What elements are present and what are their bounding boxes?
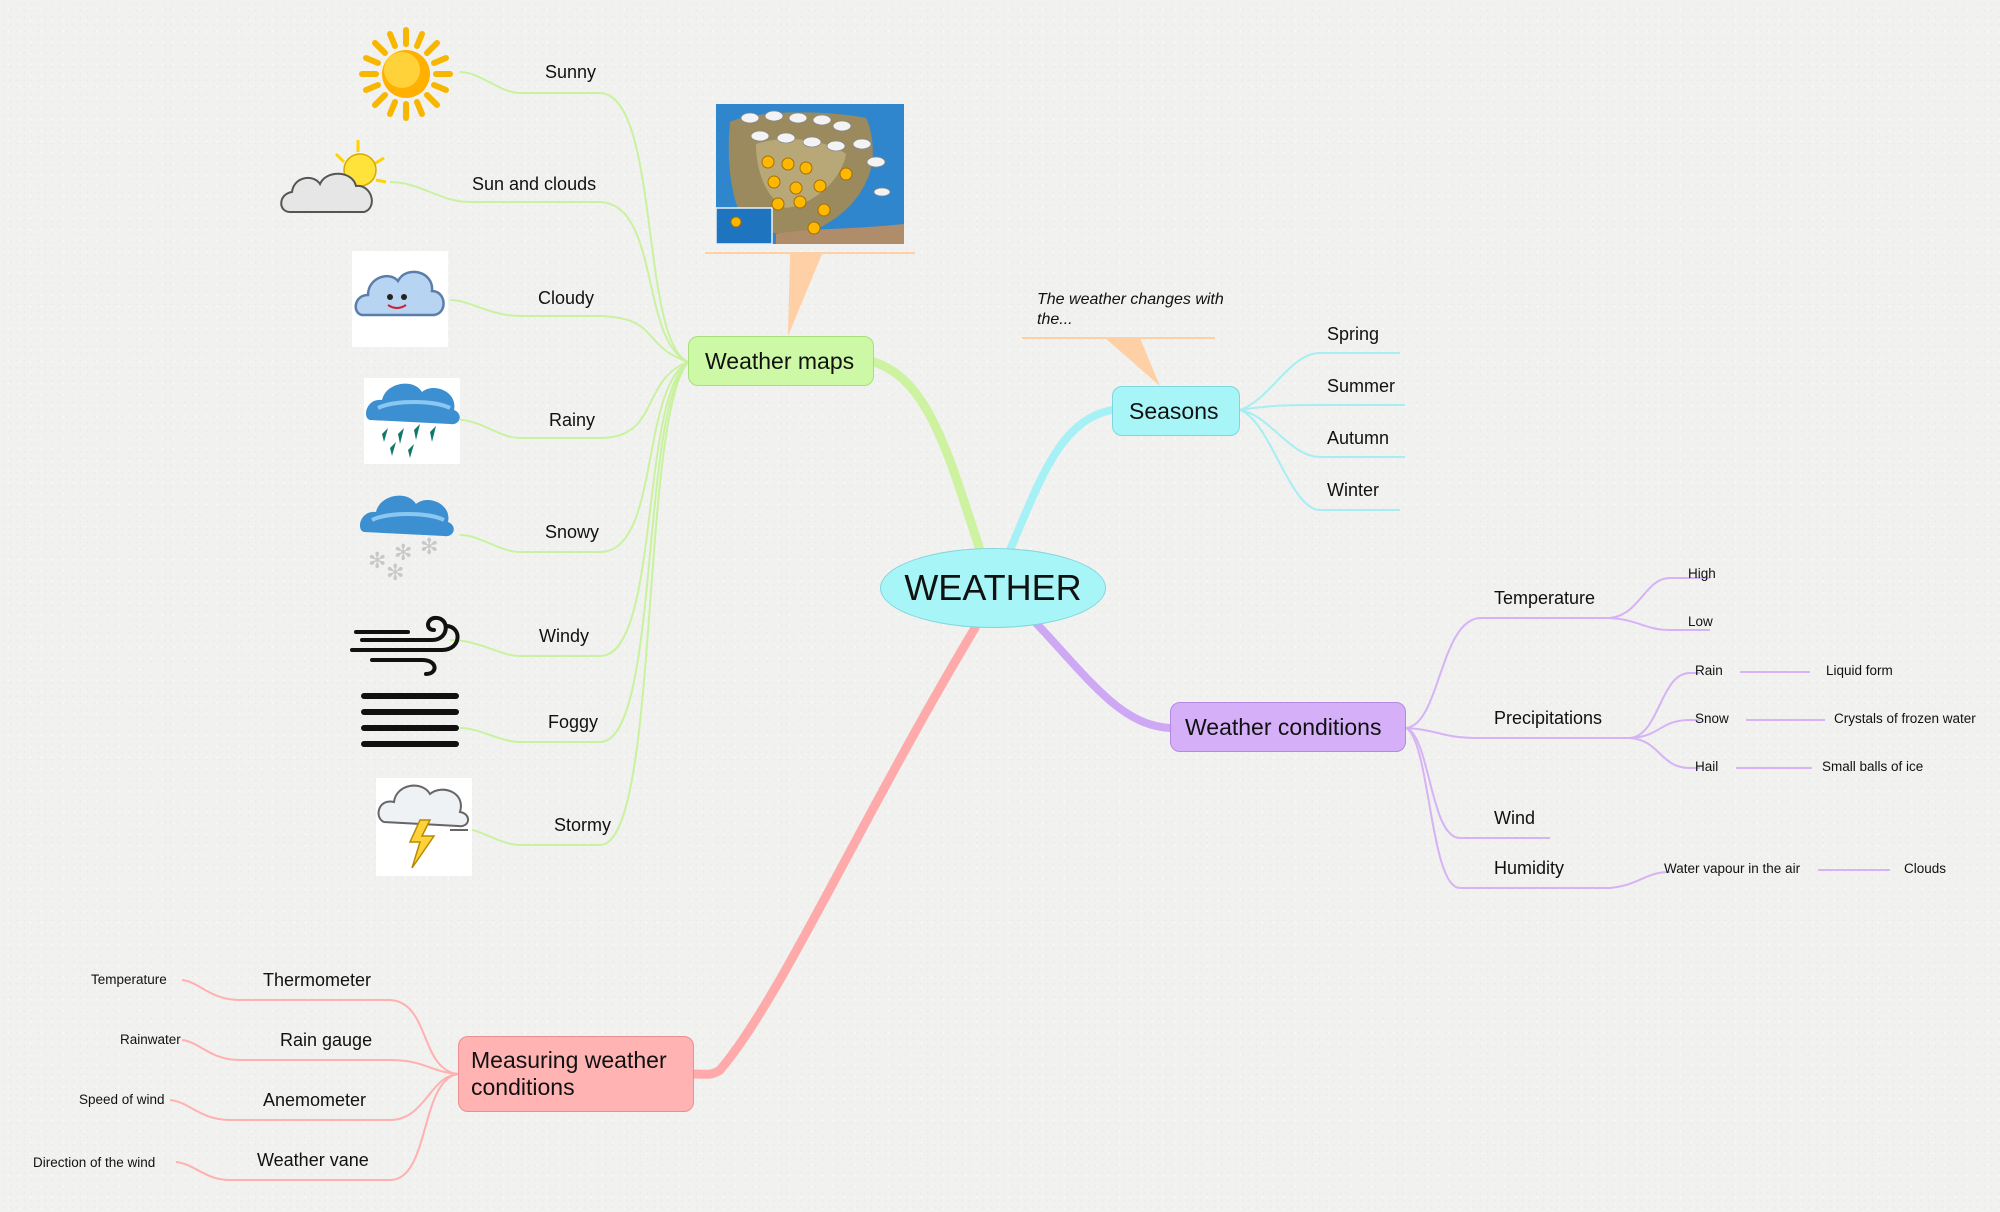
subtopic-summer[interactable]: Summer (1327, 376, 1396, 396)
subtopic-low[interactable]: Low (1688, 614, 1713, 629)
seasons-callout-note: The weather changes with the... (1037, 291, 1224, 328)
link-humidity (1405, 727, 1610, 889)
subtopic-high[interactable]: High (1688, 566, 1716, 581)
subtopic-weather-vane[interactable]: Weather vane (257, 1150, 369, 1170)
link-raingauge (181, 1039, 459, 1075)
link-cloudy (449, 299, 689, 363)
subtopic-hail[interactable]: Hail (1695, 759, 1719, 774)
link-summer (1239, 404, 1405, 411)
weather-map-picture (715, 104, 904, 245)
subtopic-precipitations[interactable]: Precipitations (1494, 708, 1603, 728)
link-windy (449, 361, 689, 657)
subtopic-cloudy[interactable]: Cloudy (538, 288, 595, 308)
link-rainy (459, 361, 689, 439)
subtopic-thermometer[interactable]: Thermometer (263, 970, 372, 990)
detail-speed-of-wind[interactable]: Speed of wind (79, 1092, 165, 1107)
subtopic-sun-and-clouds[interactable]: Sun and clouds (472, 174, 597, 194)
link-vane (175, 1073, 459, 1181)
link-root-conditions (1031, 618, 1174, 732)
subtopic-rainy[interactable]: Rainy (549, 410, 596, 430)
link-thermometer (181, 979, 459, 1075)
link-high (1609, 577, 1710, 619)
link-low (1609, 617, 1710, 631)
rainy-icon (364, 378, 460, 464)
callout-pointer-maps (788, 254, 822, 336)
link-root-maps (869, 357, 985, 555)
subtopic-snow[interactable]: Snow (1695, 711, 1729, 726)
link-winter (1239, 409, 1400, 511)
detail-liquid-form[interactable]: Liquid form (1826, 663, 1893, 678)
snowy-icon: ✻✻✻✻ (360, 495, 454, 586)
link-snow (1629, 719, 1700, 739)
detail-clouds[interactable]: Clouds (1904, 861, 1947, 876)
svg-text:✻: ✻ (394, 541, 412, 566)
detail-crystals[interactable]: Crystals of frozen water (1834, 711, 1976, 726)
link-vapour (1609, 871, 1671, 889)
subtopic-temperature[interactable]: Temperature (1494, 588, 1596, 608)
detail-water-vapour[interactable]: Water vapour in the air (1664, 861, 1801, 876)
link-sun-clouds (389, 181, 689, 363)
link-autumn (1239, 409, 1405, 458)
link-anemometer (169, 1073, 459, 1121)
callout-pointer-seasons (1105, 338, 1160, 386)
measuring-topic[interactable]: Measuring weather conditions (458, 1036, 694, 1112)
subtopic-snowy[interactable]: Snowy (545, 522, 600, 542)
subtopic-stormy[interactable]: Stormy (554, 815, 612, 835)
sun-icon (359, 27, 453, 121)
link-hail (1629, 737, 1700, 769)
stormy-icon (376, 778, 472, 876)
detail-temperature[interactable]: Temperature (91, 972, 167, 987)
link-precip (1405, 727, 1630, 739)
subtopic-spring[interactable]: Spring (1327, 324, 1380, 344)
seasons-topic[interactable]: Seasons (1112, 386, 1240, 436)
windy-icon (350, 615, 460, 676)
sun-and-clouds-icon (280, 140, 387, 213)
subtopic-foggy[interactable]: Foggy (548, 712, 599, 732)
link-stormy (459, 361, 689, 846)
link-snowy (459, 361, 689, 553)
link-sunny (459, 71, 689, 363)
link-foggy (459, 361, 689, 743)
svg-text:✻: ✻ (386, 561, 404, 586)
svg-text:✻: ✻ (420, 535, 438, 560)
svg-text:✻: ✻ (368, 549, 386, 574)
subtopic-anemometer[interactable]: Anemometer (263, 1090, 367, 1110)
link-wind (1405, 727, 1550, 839)
subtopic-autumn[interactable]: Autumn (1327, 428, 1390, 448)
subtopic-rain-gauge[interactable]: Rain gauge (280, 1030, 373, 1050)
weather-maps-topic[interactable]: Weather maps (688, 336, 874, 386)
link-spring (1239, 352, 1400, 411)
subtopic-wind[interactable]: Wind (1494, 808, 1536, 828)
subtopic-sunny[interactable]: Sunny (545, 62, 597, 82)
detail-direction-of-wind[interactable]: Direction of the wind (33, 1155, 156, 1170)
link-root-measuring (689, 623, 980, 1079)
subtopic-rain[interactable]: Rain (1695, 663, 1723, 678)
cloudy-icon (352, 251, 448, 347)
subtopic-windy[interactable]: Windy (539, 626, 590, 646)
subtopic-winter[interactable]: Winter (1327, 480, 1380, 500)
link-temperature (1405, 617, 1610, 729)
link-root-seasons (1006, 406, 1116, 554)
detail-rainwater[interactable]: Rainwater (120, 1032, 181, 1047)
link-rain (1629, 672, 1700, 739)
foggy-icon (361, 693, 459, 747)
detail-balls-of-ice[interactable]: Small balls of ice (1822, 759, 1924, 774)
subtopic-humidity[interactable]: Humidity (1494, 858, 1565, 878)
root-topic[interactable]: WEATHER (880, 548, 1106, 628)
weather-conditions-topic[interactable]: Weather conditions (1170, 702, 1406, 752)
